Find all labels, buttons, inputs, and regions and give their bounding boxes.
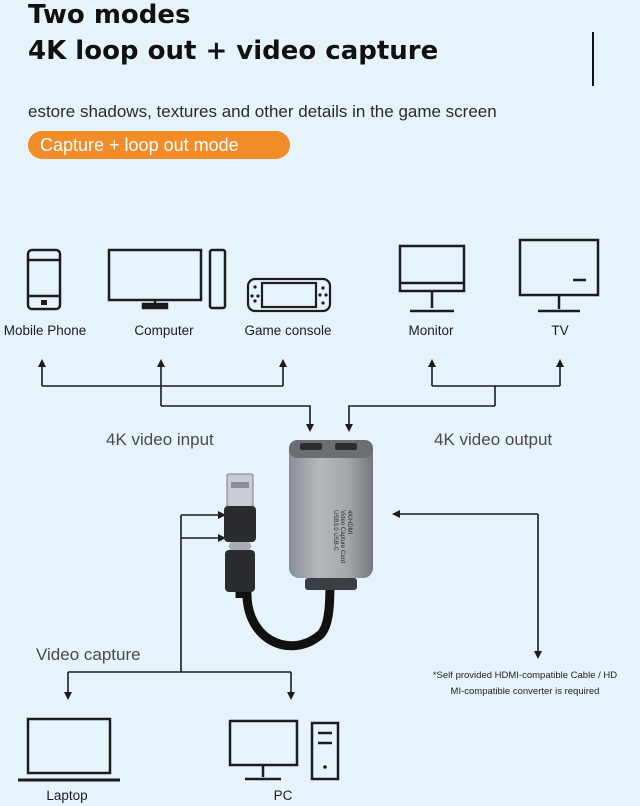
capture-card-product — [224, 440, 373, 651]
label-video-input: 4K video input — [106, 430, 214, 449]
input-arrows — [38, 359, 314, 432]
computer-icon — [107, 248, 227, 310]
capture-arrows — [64, 511, 295, 700]
divider-bar — [592, 32, 594, 86]
label-mobile-phone: Mobile Phone — [3, 323, 87, 338]
label-laptop: Laptop — [46, 788, 88, 803]
label-computer: Computer — [134, 323, 194, 338]
label-video-capture: Video capture — [36, 645, 141, 664]
note-line-2: MI-compatible converter is required — [450, 686, 600, 697]
note-arrows — [392, 510, 542, 659]
label-monitor: Monitor — [408, 323, 454, 338]
tv-icon — [518, 238, 600, 313]
title-line-1: Two modes — [28, 0, 191, 30]
game-console-icon — [246, 277, 332, 313]
output-arrows — [345, 359, 564, 432]
mode-badge: Capture + loop out mode — [28, 131, 290, 159]
note-line-1: *Self provided HDMI-compatible Cable / H… — [432, 670, 618, 681]
mobile-phone-icon — [26, 248, 62, 311]
subtitle: estore shadows, textures and other detai… — [28, 102, 497, 121]
laptop-icon — [18, 717, 120, 782]
pc-icon — [228, 719, 340, 781]
label-tv: TV — [551, 323, 569, 338]
label-video-output: 4K video output — [434, 430, 553, 449]
label-pc: PC — [273, 788, 293, 803]
monitor-icon — [398, 244, 466, 313]
label-game-console: Game console — [244, 323, 332, 338]
cable-note: *Self provided HDMI-compatible Cable / H… — [420, 668, 630, 700]
title-line-2: 4K loop out + video capture — [28, 36, 439, 66]
